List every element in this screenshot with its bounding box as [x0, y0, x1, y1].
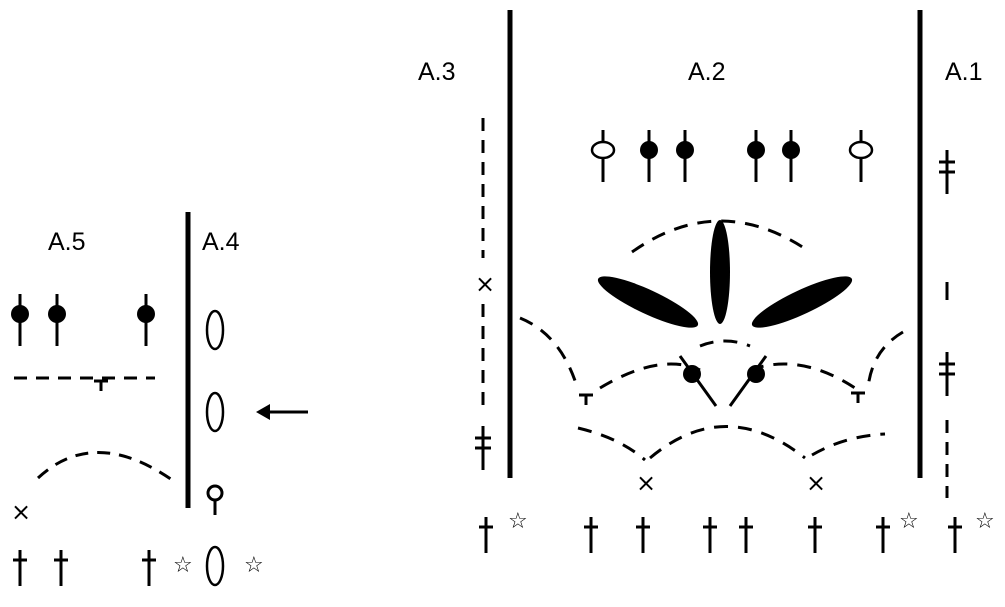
treble-stitch [582, 515, 600, 555]
bobble-stitch [46, 292, 68, 348]
treble-stitch [874, 515, 892, 555]
chain-arc [577, 426, 646, 462]
t-stitch [92, 379, 110, 393]
chain-arc [811, 432, 886, 457]
treble-stitch [634, 515, 652, 555]
bobble-stitch [135, 292, 157, 348]
label-a3: A.3 [418, 58, 456, 86]
star-icon: ☆ [173, 553, 193, 578]
chain-arc [699, 339, 751, 348]
t-stitch [849, 391, 867, 405]
cross-stitch: × [636, 469, 656, 497]
label-a2: A.2 [688, 58, 726, 86]
treble-stitch [946, 515, 964, 555]
petal-right [751, 276, 853, 328]
label-a4: A.4 [202, 228, 240, 256]
picot-stitch [590, 128, 616, 184]
chain-arc [519, 316, 580, 391]
treble-stitch [737, 515, 755, 555]
cross-stitch: × [806, 469, 826, 497]
double-treble-stitch [937, 148, 957, 196]
star-icon: ☆ [508, 509, 528, 534]
treble-stitch [140, 548, 158, 588]
picot-stitch [848, 128, 874, 184]
chain-arc [649, 425, 806, 460]
bobble-stitch [9, 292, 31, 348]
treble-stitch [477, 515, 495, 555]
chart-a3-a2-a1: A.3 A.2 A.1 × [418, 10, 995, 555]
chain-oval [205, 309, 225, 351]
arrow-left-icon [256, 404, 308, 420]
chain-arc [631, 219, 811, 254]
chain-arc [36, 451, 176, 484]
chart-a5-a4: A.5 A.4 × ☆ ☆ [9, 212, 308, 588]
bobble-stitch [780, 128, 802, 184]
chain-arc [866, 330, 904, 389]
star-icon: ☆ [899, 509, 919, 534]
chain-arc [749, 362, 856, 390]
bobble-stitch [638, 128, 660, 184]
treble-stitch [701, 515, 719, 555]
petal-center [710, 220, 730, 324]
petal-left [597, 276, 699, 328]
double-treble-stitch [937, 350, 957, 398]
star-icon: ☆ [975, 509, 995, 534]
double-treble-stitch [473, 424, 493, 472]
t-stitch [577, 393, 595, 407]
star-icon: ☆ [244, 553, 264, 578]
treble-stitch [52, 548, 70, 588]
treble-stitch [806, 515, 824, 555]
cross-stitch: × [475, 270, 495, 298]
treble-stitch [11, 548, 29, 588]
chain-oval [205, 391, 225, 433]
cross-stitch: × [11, 498, 31, 526]
chain-oval [205, 545, 225, 587]
crossed-bobble-stitch [678, 355, 768, 407]
slip-stitch [206, 484, 224, 515]
label-a1: A.1 [945, 58, 983, 86]
bobble-stitch [674, 128, 696, 184]
bobble-stitch [745, 128, 767, 184]
label-a5: A.5 [48, 228, 86, 256]
